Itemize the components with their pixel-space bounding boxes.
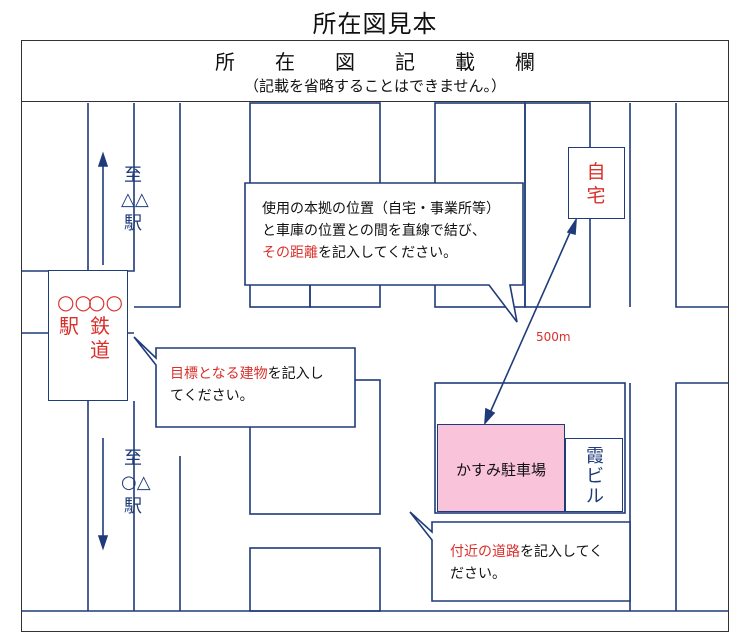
callout-landmark-line1-rest: を記入し xyxy=(267,366,324,382)
callout-landmark-highlight: 目標となる建物 xyxy=(170,366,268,382)
city-block xyxy=(434,382,626,514)
arrow-north-head xyxy=(97,151,109,167)
road-edge xyxy=(675,103,728,308)
callout-landmark-bubble xyxy=(133,336,356,428)
distance-line xyxy=(488,227,573,416)
station-block xyxy=(48,270,128,401)
callout-road-line1-rest: を記入してく xyxy=(520,544,604,560)
callout-position-line2: と車庫の位置との間を直線で結び、 xyxy=(262,223,486,239)
callout-position-bubble xyxy=(244,182,524,323)
road-edge xyxy=(134,103,181,308)
station-name: ○○駅 xyxy=(57,290,92,338)
distance-label: 500m xyxy=(536,330,571,344)
parking-label: かすみ駐車場 xyxy=(455,461,546,479)
header-title: 所 在 図 記 載 欄 xyxy=(215,50,535,74)
callout-road-highlight: 付近の道路 xyxy=(450,544,520,560)
distance-arrow-head-bottom xyxy=(484,407,496,426)
callout-landmark-line2: てください。 xyxy=(170,388,254,404)
callout-position-line3: その距離を記入してください。 xyxy=(262,242,522,264)
callout-road-line2: ださい。 xyxy=(450,566,506,582)
callout-position-line1: 使用の本拠の位置（自宅・事業所等） xyxy=(262,201,500,217)
distance-arrow-head-top xyxy=(566,217,578,236)
building-label: 霞ビル xyxy=(586,446,604,507)
callout-road-bubble xyxy=(409,511,631,602)
road-edge xyxy=(675,382,728,611)
direction-south-label: 至○△駅 xyxy=(121,448,151,517)
callout-landmark-text: 目標となる建物を記入し てください。 xyxy=(170,363,350,407)
building-block xyxy=(565,438,623,512)
callout-landmark-line1: 目標となる建物を記入し xyxy=(170,363,350,385)
home-label: 自宅 xyxy=(586,161,606,207)
callout-position-text: 使用の本拠の位置（自宅・事業所等） と車庫の位置との間を直線で結び、 その距離を… xyxy=(262,198,522,264)
city-block xyxy=(249,547,381,612)
railway-name: ○○鉄道 xyxy=(88,290,123,362)
page-title: 所在図見本 xyxy=(312,10,438,38)
callout-position-line3-rest: を記入してください。 xyxy=(318,245,458,261)
header-subtitle: （記載を省略することはできません。） xyxy=(243,77,507,95)
callout-road-text: 付近の道路を記入してく ださい。 xyxy=(450,541,630,585)
home-block xyxy=(568,147,625,219)
callout-road-line1: 付近の道路を記入してく xyxy=(450,541,630,563)
parking-lot xyxy=(437,424,565,512)
callout-position-highlight: その距離 xyxy=(262,245,318,261)
header-row xyxy=(21,40,729,102)
direction-north-label: 至△△駅 xyxy=(121,165,149,234)
map-frame xyxy=(21,40,729,632)
arrow-south-head xyxy=(97,535,109,551)
road-edge xyxy=(22,103,135,272)
